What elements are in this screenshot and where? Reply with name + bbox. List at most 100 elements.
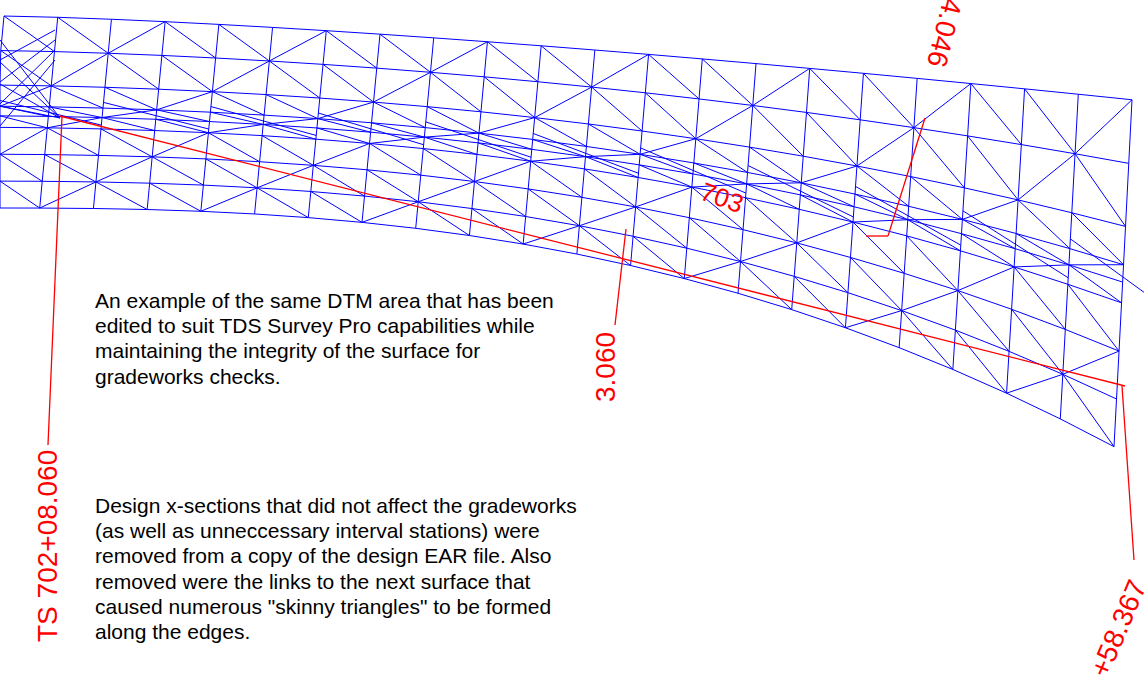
mesh-line <box>367 170 418 202</box>
mesh-line <box>212 92 264 115</box>
mesh-line <box>374 102 426 128</box>
mesh-line <box>1007 374 1063 393</box>
mesh-line <box>478 143 531 161</box>
mesh-line <box>810 68 860 119</box>
station-line <box>48 116 62 445</box>
mesh-line <box>201 24 219 211</box>
mesh-line <box>326 31 376 68</box>
station-label: +58.367 <box>1086 576 1144 679</box>
mesh-line <box>850 257 901 310</box>
station-line <box>888 118 925 236</box>
mesh-line <box>649 54 699 99</box>
mesh-line <box>104 102 209 129</box>
mesh-line <box>427 107 479 134</box>
mesh-line <box>636 207 687 248</box>
mesh-line <box>792 68 810 309</box>
mesh-line <box>269 31 326 61</box>
mesh-line <box>801 166 857 183</box>
mesh-line <box>797 243 848 293</box>
mesh-line <box>108 53 158 89</box>
mesh-line <box>579 207 635 226</box>
mesh-line <box>380 34 430 72</box>
mesh-line <box>645 93 695 139</box>
mesh-line <box>533 133 638 173</box>
mesh-line <box>968 136 1018 200</box>
mesh-line <box>857 128 914 166</box>
mesh-line <box>0 181 40 208</box>
mesh-line <box>206 159 257 188</box>
mesh-line <box>430 72 480 112</box>
triangle-mesh <box>0 16 1144 447</box>
mesh-line <box>1063 351 1119 374</box>
mesh-line <box>0 40 55 82</box>
mesh-line <box>96 182 147 210</box>
mesh-line <box>958 267 1014 291</box>
mesh-line <box>93 19 111 208</box>
mesh-line <box>318 113 423 145</box>
mesh-line <box>531 157 586 162</box>
mesh-line <box>311 191 362 222</box>
mesh-line <box>0 50 55 104</box>
mesh-line <box>0 106 1124 264</box>
mesh-line <box>636 187 692 207</box>
mesh-line <box>165 22 215 58</box>
mesh-line <box>1018 200 1070 249</box>
mesh-line <box>308 31 326 218</box>
mesh-line <box>479 133 532 149</box>
mesh-line <box>800 195 853 222</box>
mesh-line <box>362 34 380 222</box>
mesh-line <box>863 73 913 127</box>
note-text: An example of the same DTM area that has… <box>95 288 585 389</box>
mesh-line <box>484 77 534 118</box>
mesh-line <box>801 183 854 207</box>
mesh-line <box>1007 89 1025 393</box>
mesh-line <box>1068 284 1119 351</box>
mesh-line <box>1014 265 1069 267</box>
mesh-line <box>313 143 369 165</box>
mesh-line <box>908 219 963 220</box>
mesh-line <box>374 72 431 102</box>
mesh-line <box>152 157 203 185</box>
mesh-line <box>1012 309 1063 374</box>
mesh-line <box>157 110 210 122</box>
mesh-line <box>753 105 803 156</box>
mesh-line <box>845 311 901 328</box>
mesh-line <box>585 154 640 156</box>
mesh-line <box>585 157 638 178</box>
mesh-line <box>96 157 152 182</box>
mesh-line <box>741 243 797 262</box>
mesh-line <box>1070 239 1144 315</box>
mesh-line <box>487 42 537 82</box>
mesh-line <box>0 127 1122 302</box>
mesh-line <box>748 166 853 217</box>
mesh-line <box>1063 374 1114 446</box>
mesh-line <box>318 102 374 119</box>
mesh-line <box>899 78 917 347</box>
mesh-line <box>266 95 318 119</box>
mesh-line <box>588 124 640 154</box>
mesh-line <box>208 133 259 162</box>
mesh-line <box>105 87 157 110</box>
mesh-line <box>0 106 60 118</box>
station-line <box>866 235 888 236</box>
mesh-line <box>907 236 958 291</box>
mesh-line <box>1075 154 1125 227</box>
mesh-line <box>0 208 1114 447</box>
mesh-line <box>212 61 269 92</box>
station-line <box>1122 386 1134 560</box>
mesh-line <box>156 119 209 132</box>
mesh-line <box>750 147 802 183</box>
mesh-line <box>0 128 47 154</box>
mesh-line <box>0 154 42 181</box>
mesh-line <box>418 182 474 202</box>
mesh-line <box>533 139 586 156</box>
mesh-line <box>152 133 208 157</box>
mesh-line <box>219 24 269 61</box>
mesh-line <box>914 128 964 188</box>
mesh-line <box>4 16 1132 100</box>
mesh-line <box>262 136 313 166</box>
mesh-line <box>853 222 904 273</box>
mesh-line <box>51 53 108 86</box>
mesh-line <box>424 137 477 154</box>
mesh-line <box>914 84 971 128</box>
